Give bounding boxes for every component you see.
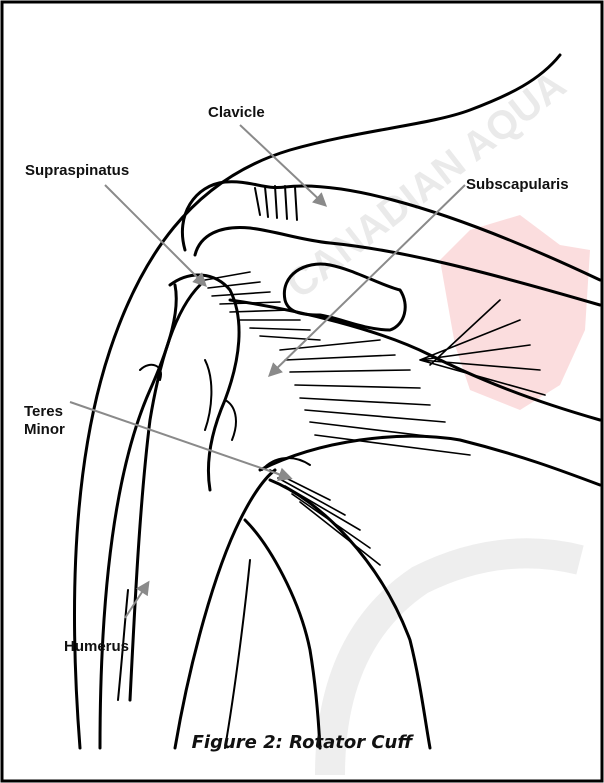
label-teres-line1: Teres	[24, 403, 63, 420]
label-subscapularis: Subscapularis	[466, 176, 569, 193]
label-humerus: Humerus	[64, 638, 129, 655]
figure-caption: Figure 2: Rotator Cuff	[192, 732, 415, 753]
label-clavicle: Clavicle	[208, 104, 265, 121]
label-supraspinatus: Supraspinatus	[25, 162, 129, 179]
label-teres-line2: Minor	[24, 421, 65, 438]
